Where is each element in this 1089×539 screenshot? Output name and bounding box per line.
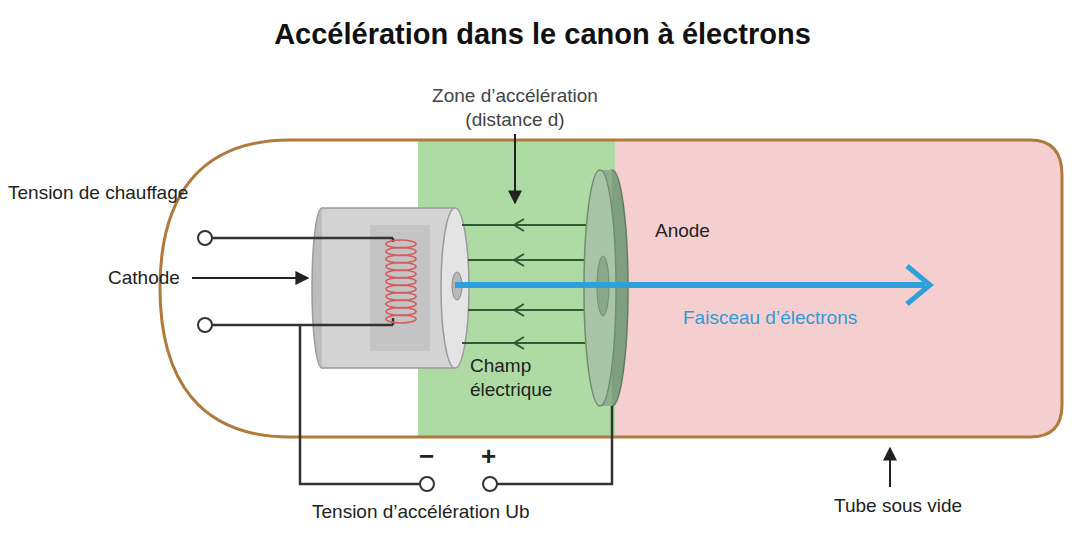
acceleration-zone <box>418 130 615 450</box>
beam-label: Faisceau d’électrons <box>683 306 857 330</box>
field-line <box>468 309 596 311</box>
cathode-label: Cathode <box>108 266 180 290</box>
terminal <box>198 318 212 332</box>
cathode-body <box>322 208 455 368</box>
diagram-title: Accélération dans le canon à électrons <box>0 16 1087 52</box>
drift-region <box>615 130 1075 450</box>
cathode-edge <box>322 207 455 209</box>
heater-wire <box>212 324 393 327</box>
field-line <box>468 259 596 261</box>
polarity-sign: + <box>481 440 496 473</box>
acceleration-voltage-label: Tension d’accélération Ub <box>312 500 530 524</box>
field-label: Champ électrique <box>470 354 590 402</box>
cathode-inner <box>370 225 430 351</box>
tube-label: Tube sous vide <box>834 494 962 518</box>
anode-label: Anode <box>655 219 710 243</box>
terminal <box>198 231 212 245</box>
polarity-sign: − <box>419 440 434 473</box>
acceleration-wire <box>497 406 612 484</box>
cathode-edge <box>322 367 455 369</box>
vacuum-tube-outline <box>160 140 1062 437</box>
tube-regions <box>150 130 1075 450</box>
heater-voltage-label: Tension de chauffage <box>8 181 188 205</box>
heater-wire <box>212 237 393 240</box>
field-arrow <box>514 254 524 266</box>
field-line <box>462 342 600 344</box>
field-arrow <box>514 219 524 231</box>
field-arrow <box>514 337 524 349</box>
leader-arrow <box>889 448 891 487</box>
field-arrow <box>514 304 524 316</box>
terminal <box>483 477 497 491</box>
electron-beam <box>455 282 925 288</box>
terminal <box>420 477 434 491</box>
leader-arrow <box>192 277 308 279</box>
zone-label: Zone d’accélération (distance d) <box>410 84 620 132</box>
field-line <box>462 224 600 226</box>
electron-beam-head <box>907 266 930 304</box>
acceleration-wire <box>300 325 420 484</box>
heating-filament <box>386 240 416 323</box>
leader-arrow <box>514 134 516 203</box>
